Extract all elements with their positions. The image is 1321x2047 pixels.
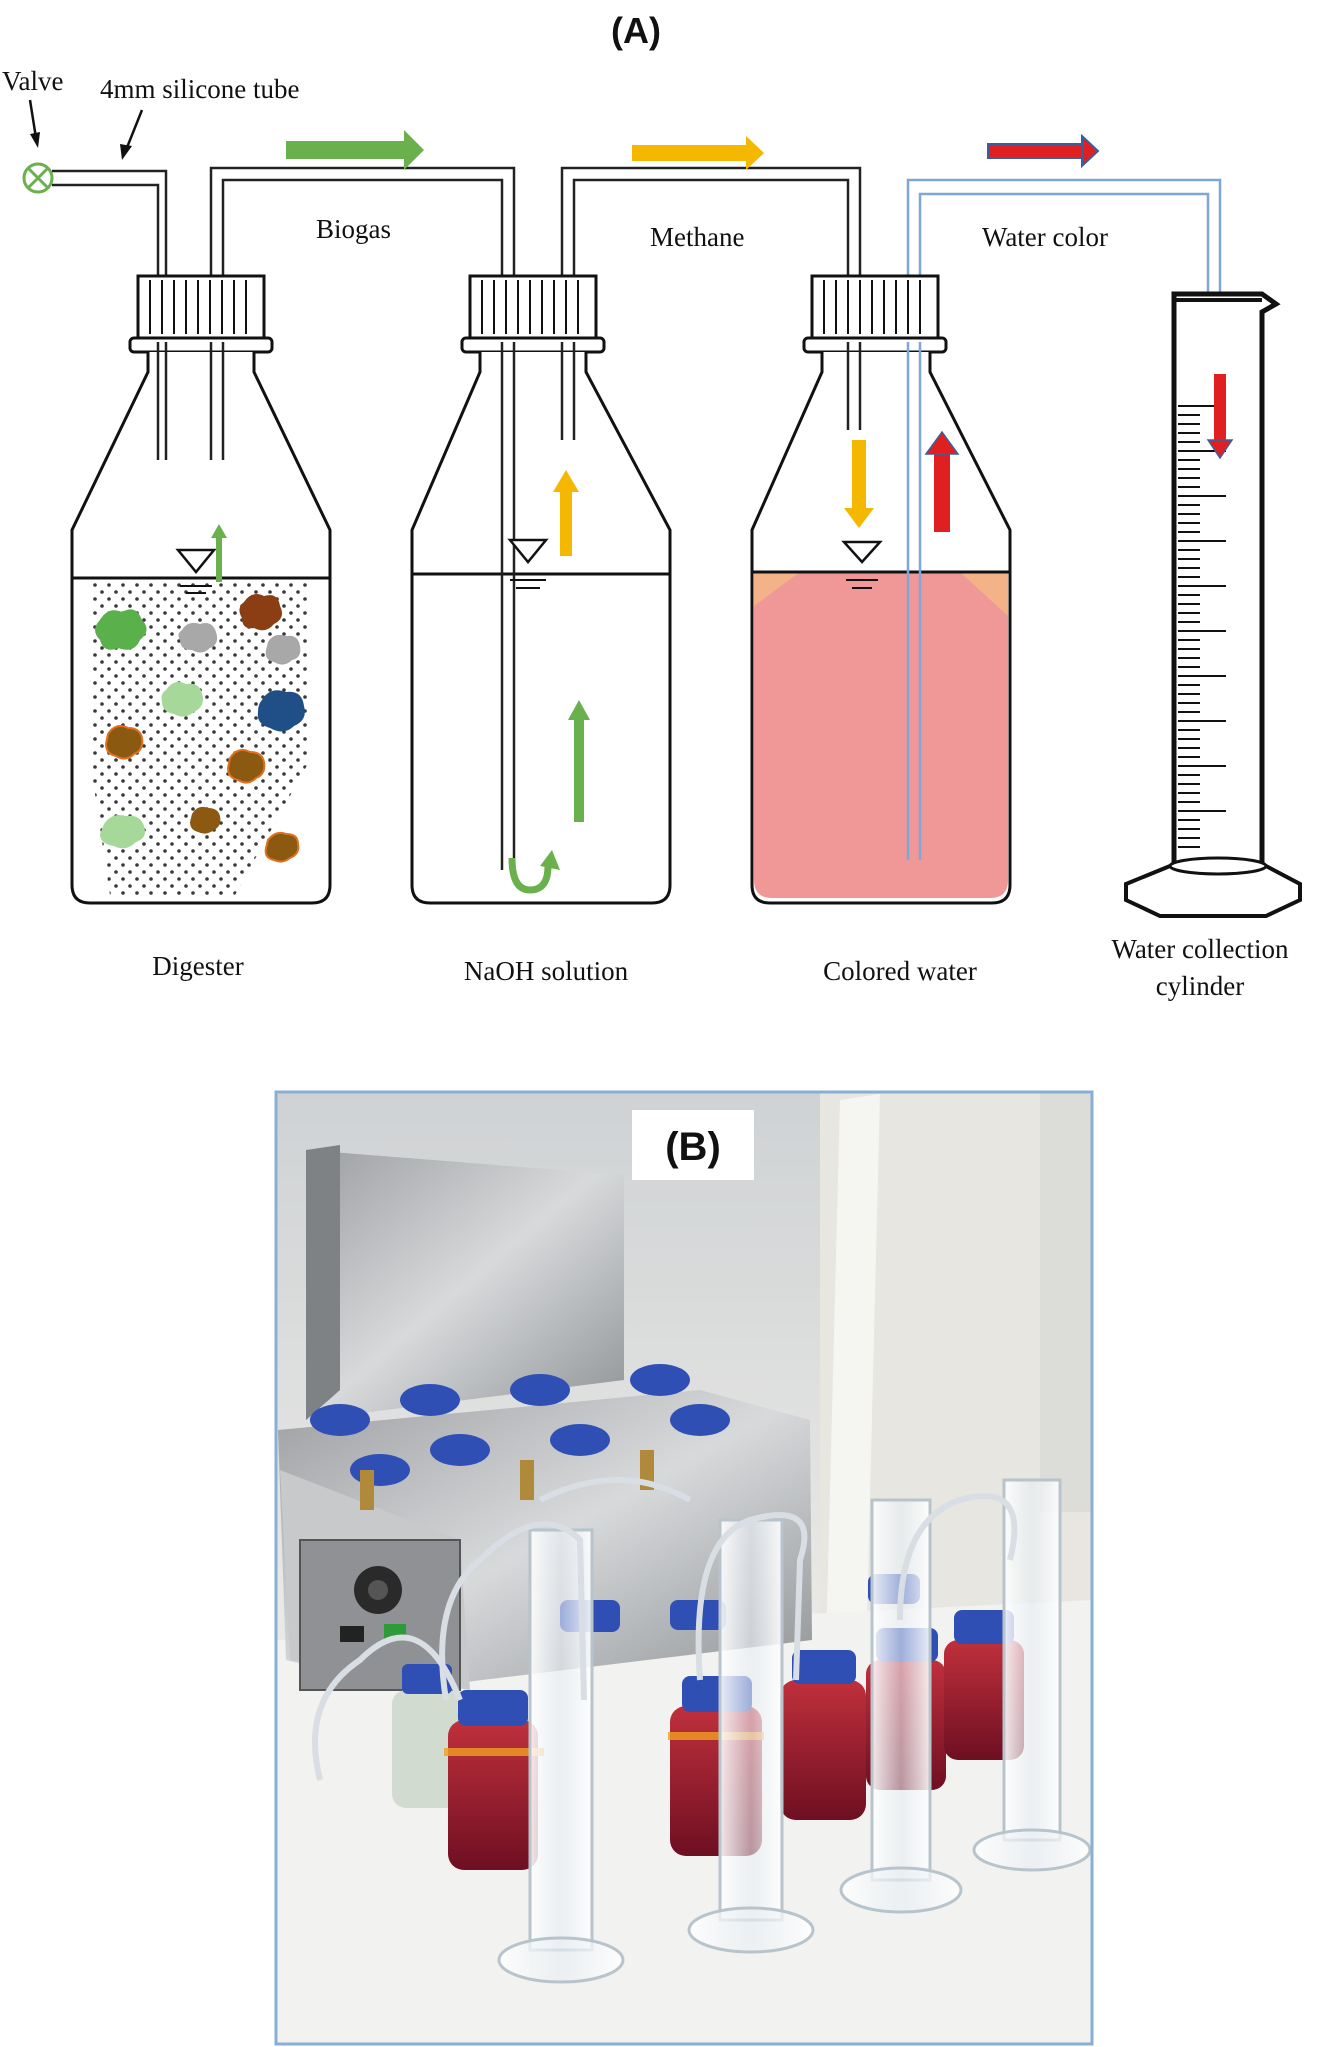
substrate-particles: [95, 594, 305, 863]
cylinder-scale-ticks: [1178, 405, 1226, 848]
panel-a-title: (A): [611, 10, 661, 51]
colored-water-label: Colored water: [823, 956, 977, 986]
biogas-flow-arrow: [286, 130, 424, 170]
water-flow-arrow: [987, 133, 1100, 169]
digester-bottle: [70, 274, 332, 905]
naoh-label: NaOH solution: [464, 956, 629, 986]
water-collection-cylinder: [1124, 291, 1302, 918]
valve-pointer-arrow: [28, 99, 40, 148]
panel-a: (A) Valve 4mm silicone tube: [2, 10, 1302, 1001]
measuring-cylinders: [497, 1478, 1092, 1984]
panel-b-photo: (B): [274, 1090, 1094, 2046]
photo-frame: [274, 1090, 1094, 2046]
biogas-label: Biogas: [316, 214, 391, 244]
valve-icon: [22, 162, 54, 194]
naoh-bottle: [410, 274, 672, 905]
water-color-label: Water color: [982, 222, 1108, 252]
photo-title-box: [632, 1110, 754, 1180]
photo-silicone-tubing: [312, 1477, 1018, 1781]
panel-b-title: (B): [665, 1125, 721, 1169]
cylinder-label-line2: cylinder: [1156, 971, 1244, 1001]
valve-label: Valve: [2, 66, 63, 96]
bath-bottles: [310, 1364, 730, 1510]
tube-label: 4mm silicone tube: [100, 74, 299, 104]
colored-water-bottle: [750, 274, 1012, 905]
cylinder-label-line1: Water collection: [1112, 934, 1289, 964]
methane-flow-arrow: [632, 136, 764, 170]
tube-pointer-arrow: [120, 109, 144, 160]
digester-label: Digester: [152, 951, 243, 981]
methane-label: Methane: [650, 222, 744, 252]
